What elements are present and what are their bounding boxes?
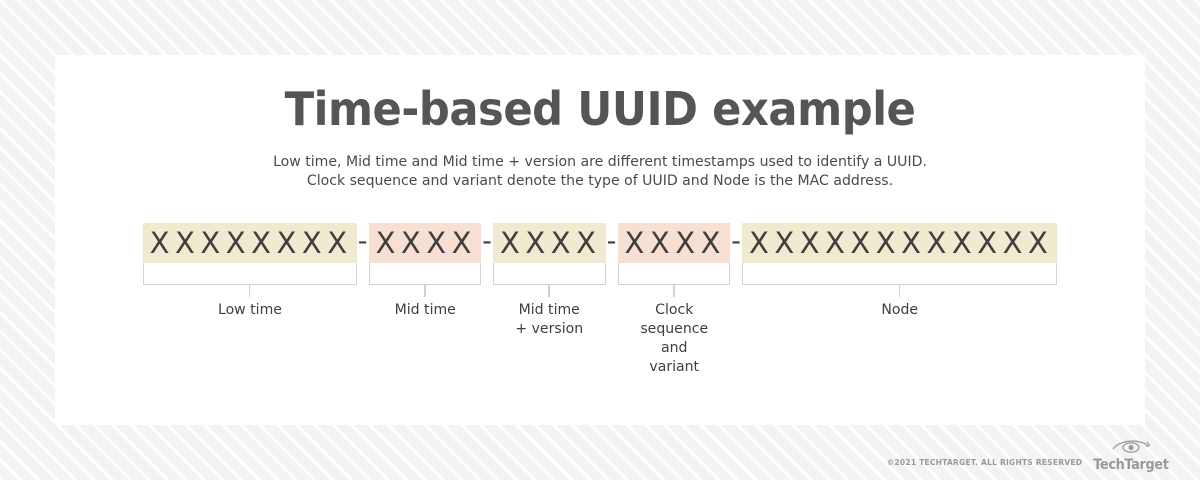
legend-bracket-group-3: Mid time + version <box>493 263 606 339</box>
uuid-string-row: XXXXXXXX-XXXX-XXXX-XXXX-XXXXXXXXXXXX <box>55 223 1145 263</box>
bracket-shape <box>617 263 730 285</box>
uuid-group-2: XXXX <box>368 223 482 263</box>
bracket-stem <box>424 285 426 297</box>
legend-label-line: variant <box>648 358 699 375</box>
legend-label-line: and <box>660 339 687 356</box>
uuid-group-chars: XXXXXXXXXXXX <box>748 225 1054 260</box>
legend-label-line: Clock <box>654 302 693 318</box>
legend-bracket-group-1: Low time <box>142 263 357 320</box>
legend-label: Mid time <box>370 301 479 320</box>
bracket-shape <box>142 263 357 285</box>
uuid-group-chars: XXXXXXXX <box>149 225 353 260</box>
techtarget-logo: TechTarget <box>1090 437 1172 472</box>
page-title: Time-based UUID example <box>284 82 916 136</box>
legend-label-line: + version <box>515 320 584 337</box>
uuid-separator: - <box>357 226 368 257</box>
legend-label: Mid time + version <box>495 301 604 339</box>
bracket-shape <box>741 263 1058 285</box>
bracket-stem <box>672 285 675 297</box>
uuid-separator: - <box>606 226 617 257</box>
bracket-stem <box>248 285 251 297</box>
footer: ©2021 TECHTARGET. ALL RIGHTS RESERVED Te… <box>887 437 1172 472</box>
legend-label-line: Mid time <box>518 302 580 318</box>
legend-bracket-group-4: Clock sequence and variant <box>617 263 730 376</box>
legend-label-line: Node <box>881 302 919 318</box>
uuid-group-chars: XXXX <box>624 225 726 260</box>
legend-bracket-group-2: Mid time <box>368 263 482 320</box>
uuid-separator: - <box>482 226 492 257</box>
uuid-group-1: XXXXXXXX <box>142 223 357 263</box>
legend-label-line: Mid time <box>394 302 456 318</box>
uuid-group-4: XXXX <box>617 223 730 263</box>
legend-label: Node <box>747 301 1053 320</box>
uuid-diagram: XXXXXXXX-XXXX-XXXX-XXXX-XXXXXXXXXXXX Low… <box>55 223 1145 413</box>
legend-label: Clock sequence and variant <box>619 301 728 376</box>
bracket-stem <box>548 285 551 297</box>
legend-label: Low time <box>146 301 354 320</box>
legend-label-line: Low time <box>217 302 282 318</box>
legend-label-line: sequence <box>639 320 708 337</box>
subtitle-line-2: Clock sequence and variant denote the ty… <box>306 173 894 190</box>
legend-bracket-group-5: Node <box>741 263 1058 320</box>
bracket-shape <box>493 263 606 285</box>
uuid-separator: - <box>731 226 741 257</box>
uuid-group-3: XXXX <box>493 223 606 263</box>
subtitle-line-1: Low time, Mid time and Mid time + versio… <box>273 154 927 170</box>
uuid-legend: Low time Mid time Mid time + version Clock se… <box>55 263 1145 413</box>
content-card: Time-based UUID example Low time, Mid ti… <box>55 55 1145 425</box>
bracket-shape <box>368 263 482 285</box>
uuid-group-chars: XXXX <box>375 225 478 260</box>
bracket-stem <box>898 285 901 297</box>
uuid-group-5: XXXXXXXXXXXX <box>741 223 1058 263</box>
page-subtitle: Low time, Mid time and Mid time + versio… <box>71 153 1128 192</box>
uuid-group-chars: XXXX <box>500 225 602 260</box>
logo-wordmark: TechTarget <box>1093 457 1170 473</box>
copyright-text: ©2021 TECHTARGET. ALL RIGHTS RESERVED <box>886 458 1083 467</box>
eye-icon <box>1111 437 1151 457</box>
